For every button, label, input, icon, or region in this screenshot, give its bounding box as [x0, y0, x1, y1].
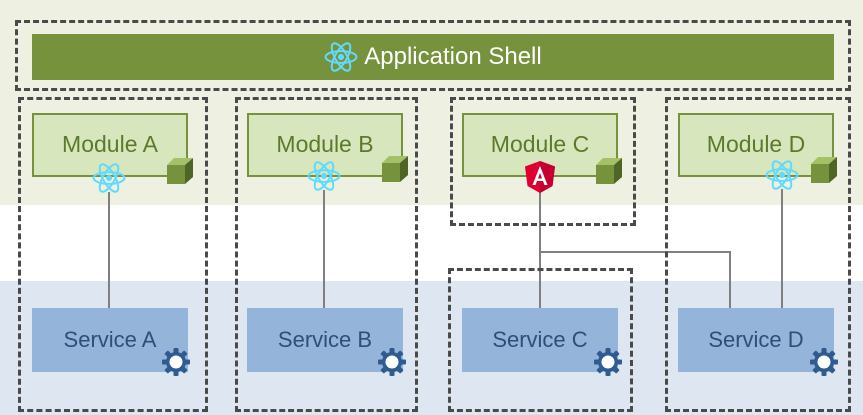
- service-c[interactable]: Service C: [462, 308, 618, 372]
- boundary-module-c: [450, 97, 636, 226]
- separator-band: [0, 205, 863, 281]
- gear-icon: [808, 346, 840, 378]
- boundary-b: [235, 97, 418, 412]
- service-d-label: Service D: [708, 327, 804, 352]
- service-c-label: Service C: [492, 327, 588, 352]
- service-a-label: Service A: [63, 327, 157, 352]
- application-shell[interactable]: Application Shell: [32, 34, 834, 80]
- cube-icon: [809, 155, 839, 185]
- react-icon: [324, 40, 358, 74]
- react-icon: [765, 158, 799, 192]
- angular-icon: [525, 161, 555, 193]
- boundary-d: [665, 97, 851, 412]
- module-d[interactable]: Module D: [678, 113, 834, 177]
- module-b-label: Module B: [276, 131, 374, 157]
- application-shell-title: Application Shell: [364, 43, 542, 70]
- react-icon: [307, 159, 341, 193]
- gear-icon: [592, 346, 624, 378]
- gear-icon: [160, 346, 192, 378]
- connector-c-to-d-vertical: [729, 251, 731, 308]
- connector-a: [108, 192, 110, 308]
- gear-icon: [376, 346, 408, 378]
- boundary-service-c: [448, 268, 633, 412]
- boundary-a: [18, 97, 208, 412]
- connector-b: [323, 190, 325, 308]
- shell-boundary: [15, 20, 851, 91]
- connector-c-to-d-horizontal: [539, 251, 730, 253]
- service-b-label: Service B: [277, 327, 373, 352]
- connector-c: [539, 192, 541, 308]
- module-c-label: Module C: [490, 131, 590, 157]
- react-icon: [92, 161, 126, 195]
- module-d-label: Module D: [706, 131, 806, 157]
- module-a-label: Module A: [62, 131, 158, 157]
- cube-icon: [594, 156, 624, 186]
- cube-icon: [380, 154, 410, 184]
- connector-d: [781, 189, 783, 308]
- cube-icon: [165, 156, 195, 186]
- service-b[interactable]: Service B: [247, 308, 403, 372]
- service-d[interactable]: Service D: [678, 308, 834, 372]
